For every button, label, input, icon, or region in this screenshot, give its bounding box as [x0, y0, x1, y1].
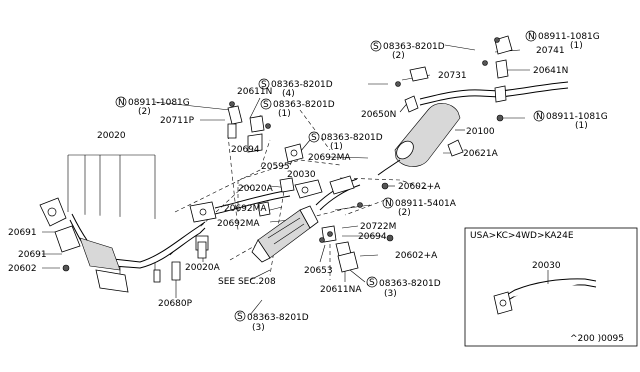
- label-20030-mid: 20030: [287, 170, 316, 180]
- inset-panel: [464, 227, 638, 347]
- label-20692MA-c: 20692MA: [308, 153, 351, 163]
- part-labels: 20020 20691 20691 20602 20680P 20020A SE…: [8, 32, 624, 344]
- label-08363-bottom: 08363-8201D: [247, 313, 309, 323]
- label-08363-top4-qty: (4): [282, 89, 295, 99]
- stud-bolt: [153, 269, 161, 283]
- svg-text:N: N: [118, 98, 125, 108]
- front-pipe-assembly: [39, 197, 217, 293]
- label-08363-top2-qty: (2): [392, 51, 405, 61]
- label-08911-5401-qty: (2): [398, 208, 411, 218]
- nut-20602: [62, 264, 70, 272]
- label-20020: 20020: [97, 131, 126, 141]
- symbol-markers: N S S S S N N N S S: [115, 30, 545, 322]
- label-20020A-bottom: 20020A: [185, 263, 221, 273]
- center-catalyst: [214, 179, 323, 263]
- label-08911-top: 08911-1081G: [538, 32, 600, 42]
- svg-text:S: S: [311, 133, 317, 143]
- svg-text:N: N: [536, 112, 543, 122]
- bracket-20731: [409, 66, 429, 82]
- label-ref-code: ^200 )0095: [570, 334, 624, 344]
- label-08363-c-qty: (1): [330, 142, 343, 152]
- pipe-y-joint: [95, 269, 129, 293]
- label-20611N: 20611N: [237, 87, 272, 97]
- hanger-20680P: [171, 261, 181, 281]
- n-symbol: [525, 30, 537, 42]
- label-20691-a: 20691: [8, 228, 37, 238]
- label-08363-bot-r-qty: (3): [384, 289, 397, 299]
- catalytic-converter: [257, 209, 311, 259]
- label-20692MA-b: 20692MA: [217, 219, 260, 229]
- n-symbol: [533, 110, 545, 122]
- label-08363-top2: 08363-8201D: [383, 42, 445, 52]
- n-symbol: [382, 197, 394, 209]
- label-inset-20030: 20030: [532, 261, 561, 271]
- label-20680P: 20680P: [158, 299, 193, 309]
- s-symbol: [370, 40, 382, 52]
- label-20595: 20595: [261, 162, 290, 172]
- s-symbol: [234, 310, 246, 322]
- label-08363-mid1: 08363-8201D: [273, 100, 335, 110]
- label-08911-right: 08911-1081G: [546, 112, 608, 122]
- label-20691-b: 20691: [18, 250, 47, 260]
- label-08363-bottom-qty: (3): [252, 323, 265, 333]
- svg-text:S: S: [373, 42, 379, 52]
- svg-text:N: N: [528, 32, 535, 42]
- label-20641N: 20641N: [533, 66, 568, 76]
- hanger-20611NA: [337, 251, 359, 273]
- label-08911-right-qty: (1): [575, 121, 588, 131]
- hanger-20611N: [249, 115, 265, 133]
- label-08363-bot-r: 08363-8201D: [379, 279, 441, 289]
- front-catalyst: [79, 237, 121, 271]
- inset-border: [464, 227, 638, 347]
- s-symbol: [308, 131, 320, 143]
- label-inset-title: USA>KC>4WD>KA24E: [470, 231, 574, 241]
- flange-20030: [294, 179, 323, 199]
- label-08363-mid1-qty: (1): [278, 109, 291, 119]
- hanger-20621A: [447, 139, 464, 157]
- mid-pipe: [315, 175, 394, 287]
- label-20653: 20653: [304, 266, 333, 276]
- label-20611NA: 20611NA: [320, 285, 362, 295]
- label-08911-5401: 08911-5401A: [395, 199, 457, 209]
- svg-text:S: S: [261, 80, 267, 90]
- muffler-assembly: [377, 35, 569, 176]
- label-20650N: 20650N: [361, 110, 396, 120]
- label-20621A: 20621A: [463, 149, 499, 159]
- label-20694-top: 20694: [231, 145, 260, 155]
- label-20731: 20731: [438, 71, 467, 81]
- label-20020A-mid: 20020A: [238, 184, 274, 194]
- label-08911-left: 08911-1081G: [128, 98, 190, 108]
- svg-text:N: N: [385, 199, 392, 209]
- label-see-sec-208: SEE SEC.208: [218, 277, 276, 287]
- upper-brackets: [197, 101, 304, 259]
- label-20741: 20741: [536, 46, 565, 56]
- label-20722M: 20722M: [360, 222, 396, 232]
- s-symbol: [258, 78, 270, 90]
- s-symbol: [366, 276, 378, 288]
- label-08911-left-qty: (2): [138, 107, 151, 117]
- label-20602: 20602: [8, 264, 37, 274]
- label-20694-bot: 20694: [358, 232, 387, 242]
- label-20602A-mid: 20602+A: [398, 182, 441, 192]
- bracket-20694: [247, 133, 263, 153]
- label-08363-c: 08363-8201D: [321, 133, 383, 143]
- label-20692MA-a: 20692MA: [224, 204, 267, 214]
- label-20711P: 20711P: [160, 116, 195, 126]
- label-08363-top4: 08363-8201D: [271, 80, 333, 90]
- label-20602A-bot: 20602+A: [395, 251, 438, 261]
- svg-text:S: S: [369, 278, 375, 288]
- hanger-20641N: [495, 59, 509, 79]
- s-symbol: [260, 98, 272, 110]
- label-08911-top-qty: (1): [570, 41, 583, 51]
- bracket-20711P: [227, 105, 243, 125]
- flange-hole: [47, 207, 57, 217]
- n-symbol: [115, 96, 127, 108]
- svg-text:S: S: [263, 100, 269, 110]
- flange-front-mid: [54, 225, 81, 253]
- label-20100: 20100: [466, 127, 495, 137]
- svg-text:S: S: [237, 312, 243, 322]
- hanger-20650N: [404, 95, 419, 113]
